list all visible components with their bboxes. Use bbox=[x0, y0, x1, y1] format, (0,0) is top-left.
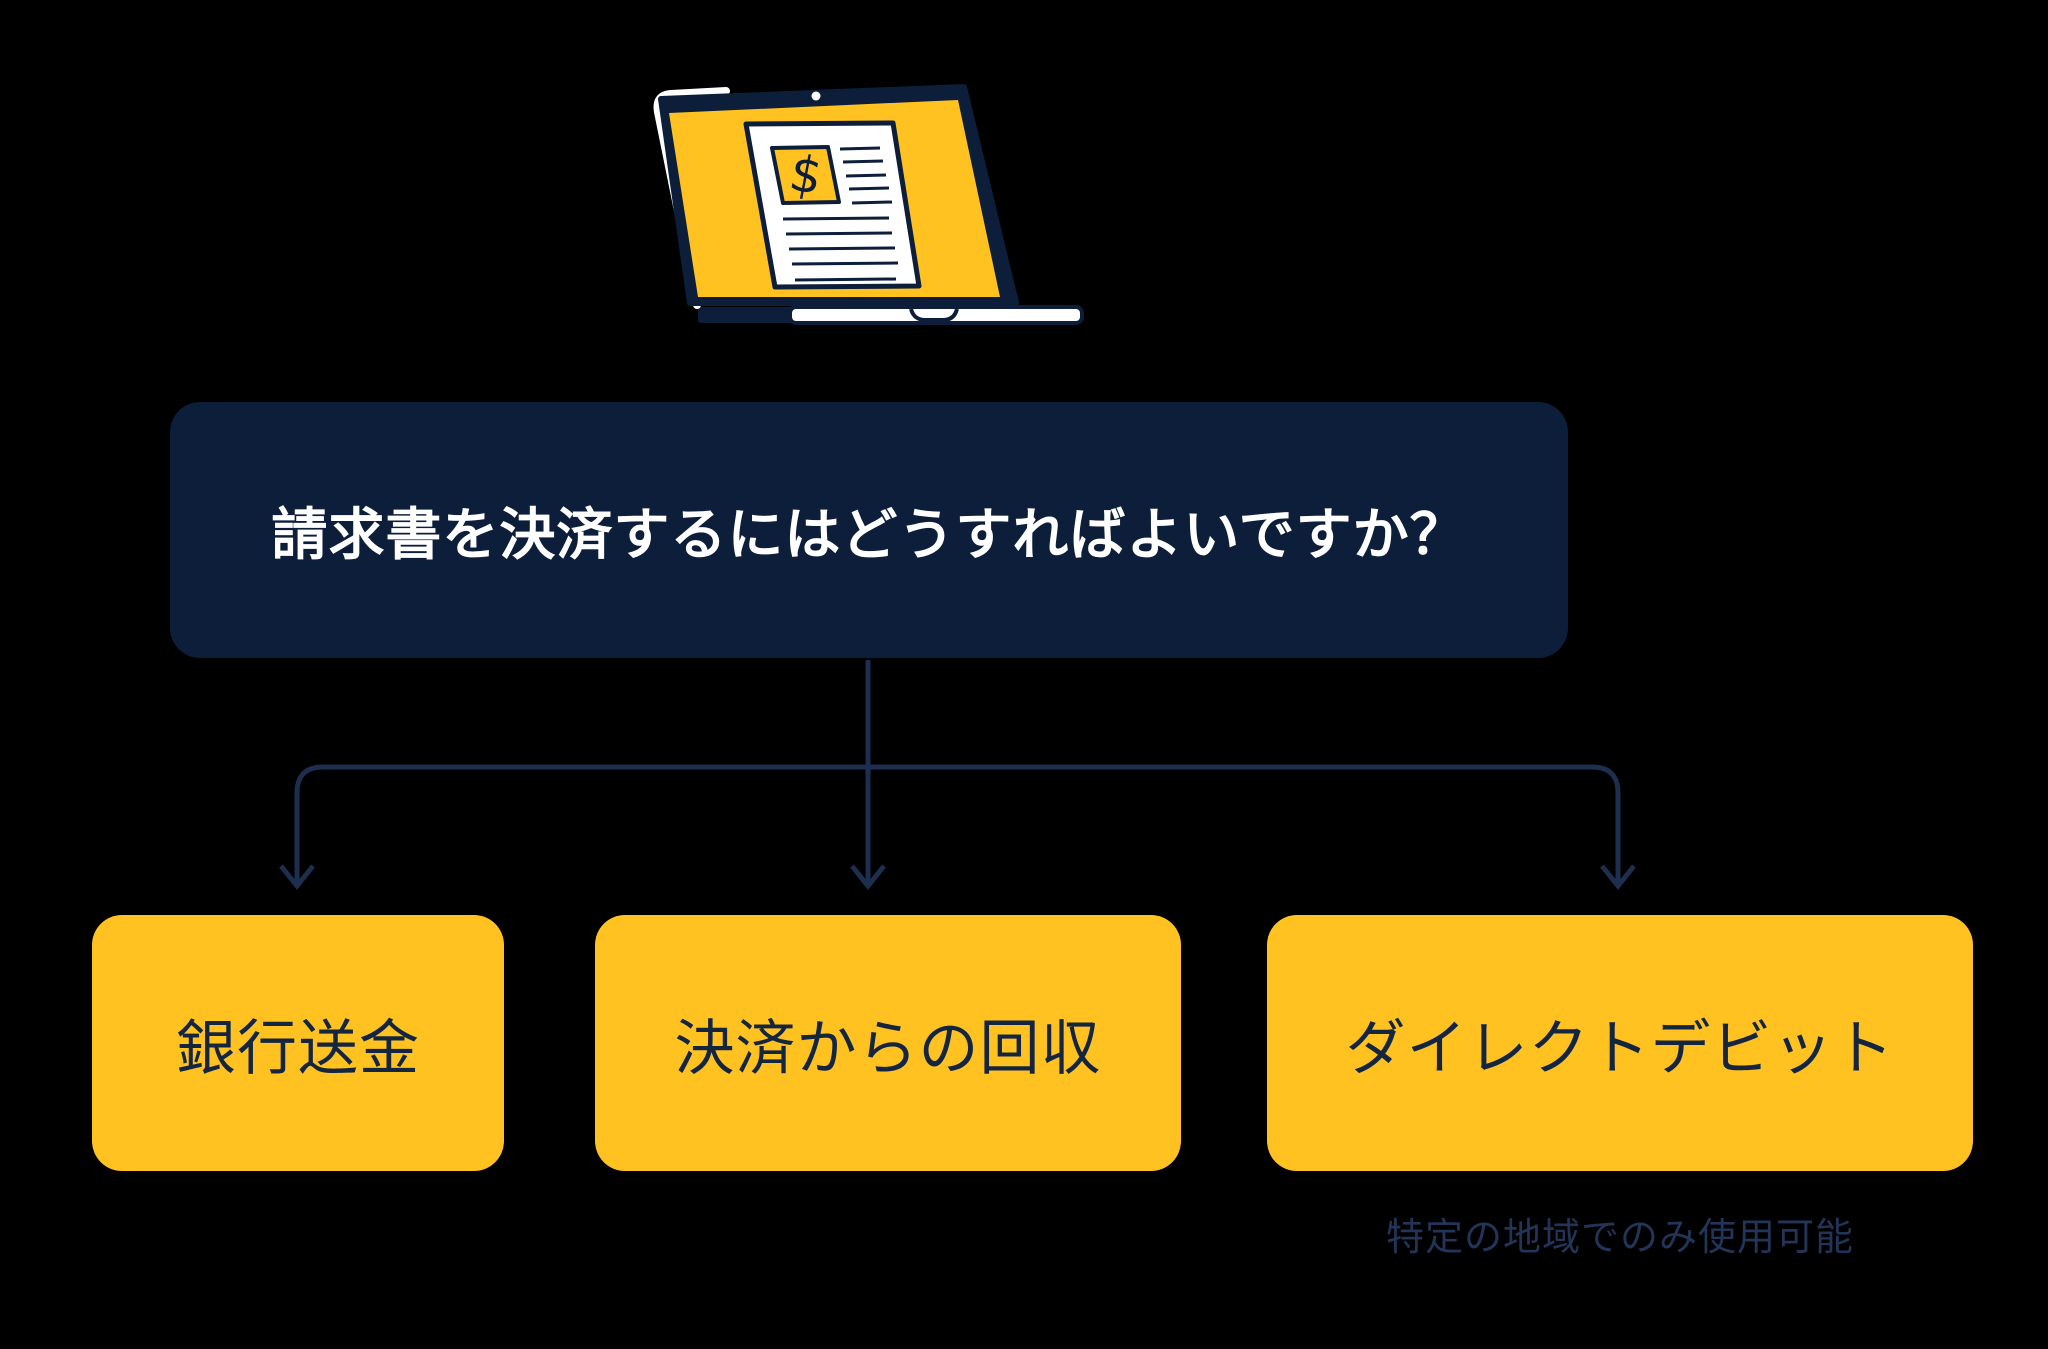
option-box-collect-from-payment: 決済からの回収 bbox=[595, 915, 1181, 1171]
laptop-invoice-illustration: $ bbox=[653, 84, 1084, 325]
laptop-lid: $ bbox=[653, 84, 1019, 309]
dollar-square-icon bbox=[770, 145, 841, 205]
option-label: ダイレクトデビット bbox=[1345, 1014, 1895, 1082]
option-label: 銀行送金 bbox=[176, 1014, 420, 1082]
option-box-bank-transfer: 銀行送金 bbox=[92, 915, 504, 1171]
arrow-line-right bbox=[868, 764, 1621, 884]
invoice-header-lines bbox=[839, 146, 893, 205]
invoice-body-lines bbox=[782, 216, 899, 282]
option-box-direct-debit: ダイレクトデビット bbox=[1267, 915, 1973, 1171]
camera-dot-icon bbox=[811, 91, 821, 101]
direct-debit-footnote: 特定の地域でのみ使用可能 bbox=[1385, 1217, 1854, 1259]
arrow-line-left bbox=[294, 764, 868, 884]
arrowhead-left-icon bbox=[279, 864, 315, 891]
laptop-base bbox=[698, 305, 1084, 325]
question-box: 請求書を決済するにはどうすればよいですか？ bbox=[170, 402, 1568, 658]
option-label: 決済からの回収 bbox=[674, 1014, 1102, 1082]
arrowhead-center-icon bbox=[850, 864, 886, 891]
arrowhead-right-icon bbox=[1600, 864, 1636, 891]
laptop-base-notch bbox=[909, 308, 959, 322]
question-text: 請求書を決済するにはどうすればよいですか？ bbox=[271, 502, 1467, 566]
laptop-base-left-foot bbox=[698, 307, 794, 323]
